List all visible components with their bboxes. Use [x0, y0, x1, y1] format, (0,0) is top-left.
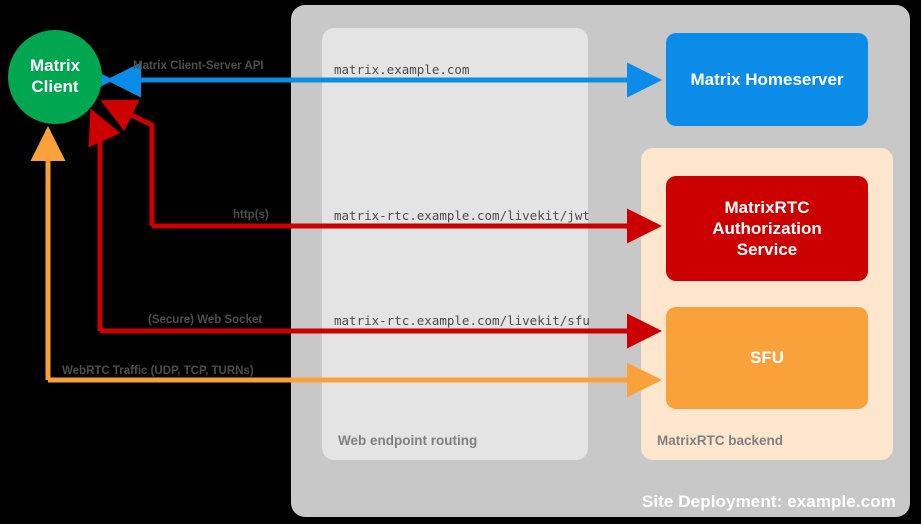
matrix-homeserver-label: Matrix Homeserver [690, 69, 844, 89]
node-matrix-client[interactable]: Matrix Client [8, 30, 102, 124]
matrix-client-label-line2: Client [31, 77, 79, 96]
edge-web-socket-sfu [88, 108, 663, 349]
auth-label-line2: Authorization [712, 218, 822, 238]
endpoint-matrix-example-com: matrix.example.com [334, 62, 470, 77]
auth-label-line1: MatrixRTC [724, 197, 810, 217]
node-matrix-homeserver[interactable]: Matrix Homeserver [666, 33, 868, 126]
edge-label-client-server-api: Matrix Client-Server API [133, 60, 264, 72]
node-matrixrtc-authorization-service[interactable]: MatrixRTC Authorization Service [666, 176, 868, 281]
node-sfu[interactable]: SFU [666, 307, 868, 409]
endpoint-livekit-sfu: matrix-rtc.example.com/livekit/sfu [334, 313, 590, 328]
sfu-label: SFU [750, 348, 784, 368]
edge-label-web-socket: (Secure) Web Socket [148, 314, 263, 326]
edge-webrtc-traffic [30, 125, 663, 398]
edge-label-http: http(s) [233, 209, 269, 221]
edge-label-webrtc-traffic: WebRTC Traffic (UDP, TCP, TURNs) [62, 365, 254, 377]
web-endpoint-routing-container [322, 28, 588, 460]
auth-label-line3: Service [736, 240, 798, 260]
endpoint-livekit-jwt: matrix-rtc.example.com/livekit/jwt [334, 208, 590, 223]
matrix-client-label-line1: Matrix [29, 56, 81, 76]
